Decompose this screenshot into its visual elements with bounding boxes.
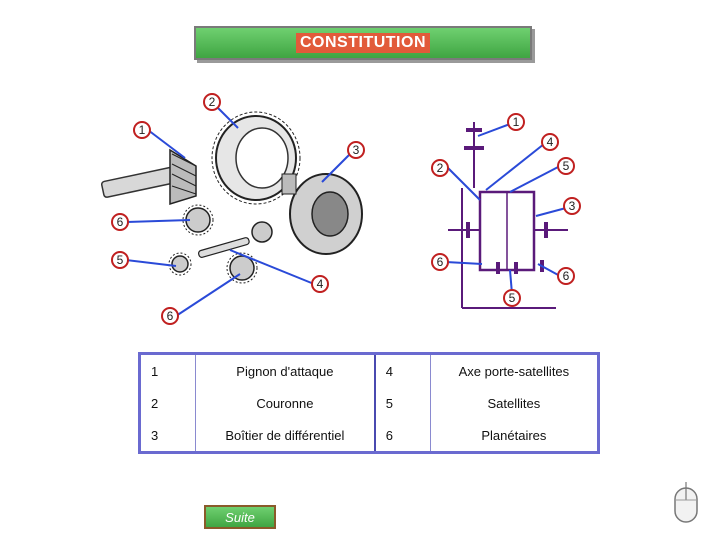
callouts-right: 1 4 2 5 3 6 6 5	[431, 113, 581, 307]
ring-gear-illustration	[211, 111, 301, 205]
callout-right-6b: 6	[563, 269, 570, 283]
title-banner: CONSTITUTION	[194, 26, 532, 60]
legend-row: 1 Pignon d'attaque 4 Axe porte-satellite…	[138, 352, 601, 387]
callouts-left: 2 1 3 6 5 4 6	[111, 93, 365, 325]
differential-schematic	[448, 122, 568, 309]
page-title: CONSTITUTION	[296, 33, 430, 53]
callout-right-4: 4	[547, 135, 554, 149]
small-gears-illustration	[168, 204, 273, 284]
callout-right-5b: 5	[509, 291, 516, 305]
callout-right-2: 2	[437, 161, 444, 175]
callout-left-6b: 6	[167, 309, 174, 323]
legend-row: 2 Couronne 5 Satellites	[138, 387, 601, 419]
legend-number: 4	[374, 352, 431, 387]
legend-label: Planétaires	[430, 419, 601, 454]
legend-number: 2	[138, 387, 196, 419]
legend-label: Boîtier de différentiel	[195, 419, 376, 454]
callout-left-6a: 6	[117, 215, 124, 229]
callout-right-1: 1	[513, 115, 520, 129]
legend-label: Axe porte-satellites	[430, 352, 601, 387]
callout-right-6a: 6	[437, 255, 444, 269]
callout-left-4: 4	[317, 277, 324, 291]
differential-case-illustration	[281, 173, 363, 255]
leader-lines-right	[445, 123, 567, 295]
mouse-icon	[674, 482, 698, 523]
suite-button[interactable]: Suite	[204, 505, 276, 529]
legend-number: 6	[374, 419, 431, 454]
callout-left-3: 3	[353, 143, 360, 157]
legend-label: Couronne	[195, 387, 376, 419]
legend-label: Pignon d'attaque	[195, 352, 376, 387]
legend-number: 1	[138, 352, 196, 387]
legend-row: 3 Boîtier de différentiel 6 Planétaires	[138, 419, 601, 454]
callout-right-3: 3	[569, 199, 576, 213]
callout-right-5a: 5	[563, 159, 570, 173]
legend-label: Satellites	[430, 387, 601, 419]
callout-left-2: 2	[209, 95, 216, 109]
legend-table: 1 Pignon d'attaque 4 Axe porte-satellite…	[138, 352, 601, 454]
callout-left-5: 5	[117, 253, 124, 267]
pinion-gear-illustration	[100, 148, 197, 206]
callout-left-1: 1	[139, 123, 146, 137]
legend-number: 3	[138, 419, 196, 454]
legend-number: 5	[374, 387, 431, 419]
